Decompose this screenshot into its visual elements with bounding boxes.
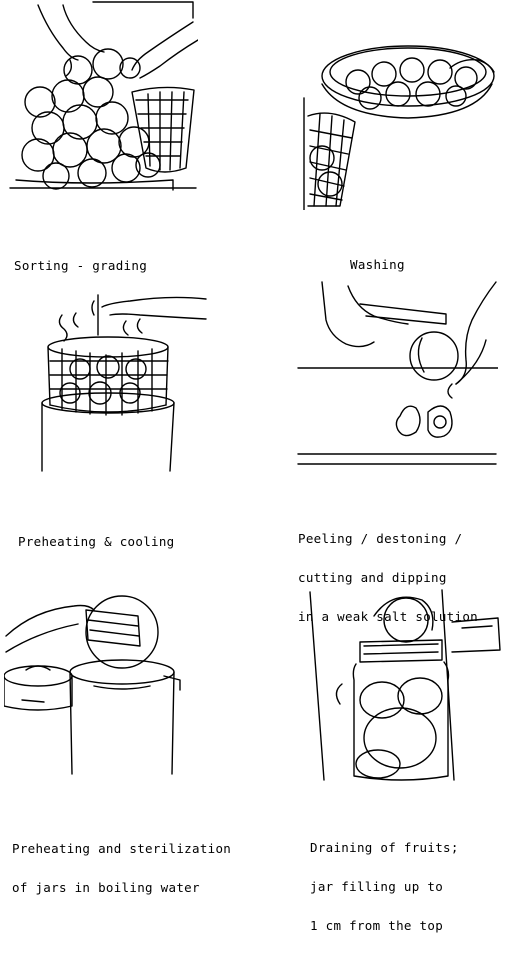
sterilization-illustration: [4, 580, 194, 775]
caption-sterilization-of-jars: Preheating and sterilization of jars in …: [12, 816, 231, 920]
peeling-destoning-illustration: [296, 280, 498, 470]
fruit-processing-steps-diagram: { "steps": [ {"caption_lines": ["Sorting…: [4, 0, 502, 932]
sorting-grading-illustration: [8, 0, 198, 200]
preheating-cooling-illustration: [10, 285, 210, 475]
caption-peeling-destoning: Peeling / destoning / cutting and dippin…: [298, 506, 478, 649]
jar-filling-illustration: [302, 580, 502, 785]
caption-line: in a weak salt solution: [298, 609, 478, 624]
caption-preheating-cooling: Preheating & cooling: [18, 509, 175, 574]
caption-line: Sorting - grading: [14, 258, 148, 273]
caption-line: jar filling up to: [310, 879, 444, 894]
caption-draining-jar-filling: Draining of fruits; jar filling up to 1 …: [310, 815, 459, 958]
caption-line: Draining of fruits;: [310, 840, 459, 855]
washing-illustration: [300, 38, 495, 210]
caption-line: cutting and dipping: [298, 570, 447, 585]
caption-sorting-grading: Sorting - grading: [14, 233, 147, 298]
caption-line: Preheating & cooling: [18, 534, 175, 549]
caption-line: Peeling / destoning /: [298, 531, 463, 546]
caption-washing: Washing: [350, 232, 405, 297]
caption-line: Preheating and sterilization: [12, 841, 232, 856]
caption-line: Washing: [350, 257, 405, 272]
caption-line: 1 cm from the top: [310, 918, 444, 933]
caption-line: of jars in boiling water: [12, 880, 200, 895]
